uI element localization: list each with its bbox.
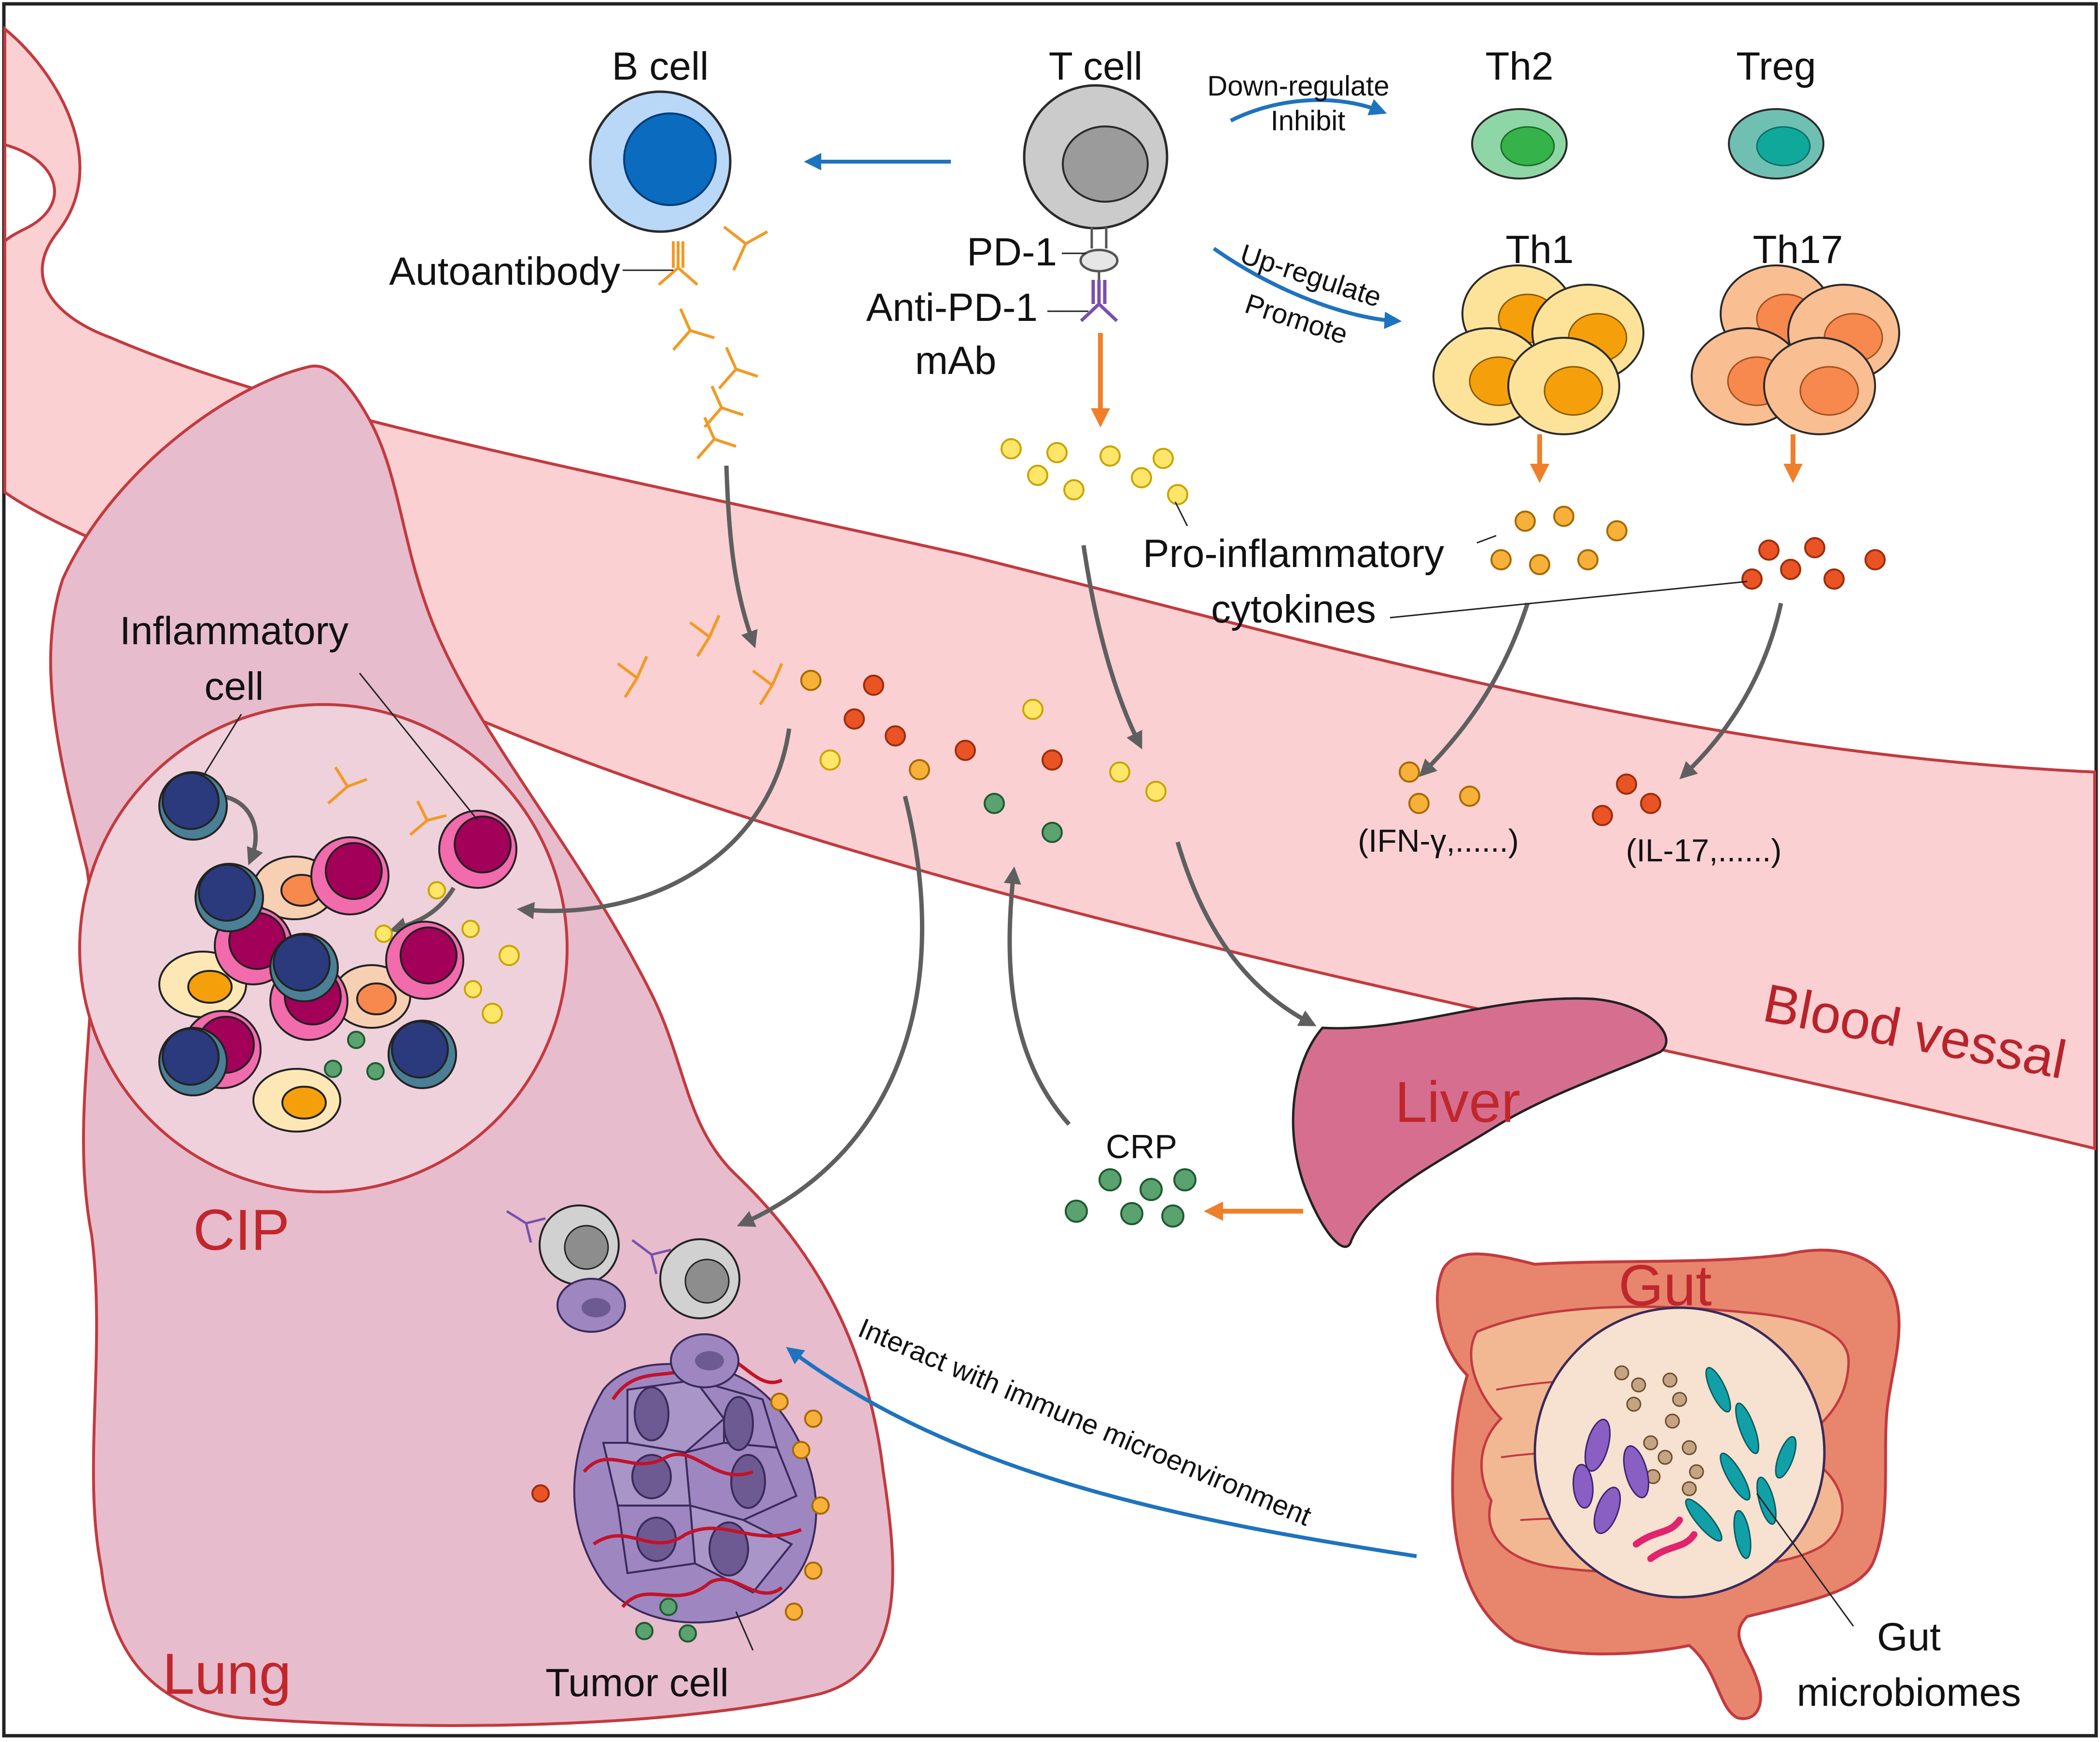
label-ifn: (IFN-γ,......): [1358, 823, 1519, 858]
tcell-tumor-right: [631, 1238, 740, 1388]
t-cell: [1023, 84, 1168, 322]
label-th17: Th17: [1753, 228, 1843, 272]
th17-cluster: [1691, 264, 1900, 435]
leader-microbiomes: [1756, 1493, 1854, 1627]
b-cell: [589, 90, 732, 233]
tumor-mass: [573, 1363, 818, 1624]
label-inflammatory: Inflammatory: [120, 609, 348, 653]
leader-tumor: [735, 1611, 754, 1651]
arrow-vessel-to-tumor: [737, 795, 924, 1227]
label-t-cell: T cell: [1049, 44, 1142, 88]
label-gut: Gut: [1618, 1253, 1711, 1318]
crp-dots: [1065, 1168, 1196, 1228]
vessel-left-pocket: [3, 143, 56, 245]
label-liver: Liver: [1395, 1070, 1520, 1134]
th1-cluster: [1432, 264, 1644, 435]
arrow-th17-to-il17: [1679, 603, 1783, 779]
label-gut-microbiomes-1: Gut: [1877, 1615, 1941, 1659]
arrow-vessel-to-liver: [1175, 841, 1317, 1026]
leader-inflammatory-dark: [202, 714, 242, 777]
arrow-vessel-to-inflammation: [516, 728, 792, 919]
cytokines-th1: [1490, 506, 1627, 575]
inflammatory-cells: [158, 771, 517, 1133]
label-pro-inflammatory: Pro-inflammatory: [1143, 532, 1444, 576]
leader-cytokines-th1: [1476, 535, 1497, 544]
label-b-cell: B cell: [612, 44, 709, 88]
leader-inflammatory-magenta: [359, 673, 479, 821]
blood-vessel-band: [3, 26, 2096, 1150]
arrow-up-regulate: [1212, 247, 1402, 329]
label-th1: Th1: [1505, 228, 1573, 272]
tcell-tumor-left: [506, 1204, 626, 1333]
label-cell: cell: [204, 664, 264, 708]
cytokines-vessel: [800, 670, 1661, 843]
cytokines-tcell: [1001, 438, 1188, 505]
label-th2: Th2: [1485, 44, 1553, 88]
arrow-crp-to-vessel: [1003, 866, 1071, 1126]
arrow-down-regulate: [1230, 98, 1387, 123]
arrow-dark-cell: [222, 794, 263, 866]
microbes: [1572, 1365, 1797, 1562]
leader-cytokines-tcell: [1174, 501, 1188, 526]
label-il17: (IL-17,......): [1626, 832, 1782, 868]
treg-cell: [1728, 108, 1824, 180]
liver-shape: [1292, 997, 1668, 1248]
label-lung: Lung: [163, 1642, 292, 1706]
label-gut-microbiomes-2: microbiomes: [1797, 1671, 2021, 1714]
label-cip: CIP: [193, 1198, 290, 1262]
label-crp: CRP: [1106, 1128, 1177, 1165]
arrow-gut-to-tumor: [786, 1347, 1417, 1558]
label-cytokines: cytokines: [1211, 587, 1376, 631]
label-tumor-cell: Tumor cell: [545, 1661, 729, 1705]
inflammation-dots: [324, 881, 520, 1080]
tumor-dots: [531, 1393, 830, 1643]
arrow-magenta-cell: [389, 886, 456, 935]
th2-cell: [1471, 108, 1568, 180]
antibodies-group: [327, 225, 783, 836]
cytokines-th17: [1741, 537, 1886, 590]
label-inhibit: Inhibit: [1271, 105, 1346, 137]
label-down-regulate: Down-regulate: [1207, 70, 1389, 102]
arrow-antibody-to-vessel: [724, 465, 758, 649]
arrow-th1-to-ifn: [1419, 602, 1530, 777]
label-pd1: PD-1: [967, 230, 1057, 274]
label-autoantibody: Autoantibody: [389, 249, 620, 293]
label-treg: Treg: [1736, 44, 1816, 88]
arrow-cytokine-to-vessel: [1081, 545, 1142, 749]
label-mab: mAb: [915, 339, 997, 383]
leader-cytokines-th17: [1390, 581, 1748, 619]
label-anti-pd1: Anti-PD-1: [866, 286, 1038, 330]
